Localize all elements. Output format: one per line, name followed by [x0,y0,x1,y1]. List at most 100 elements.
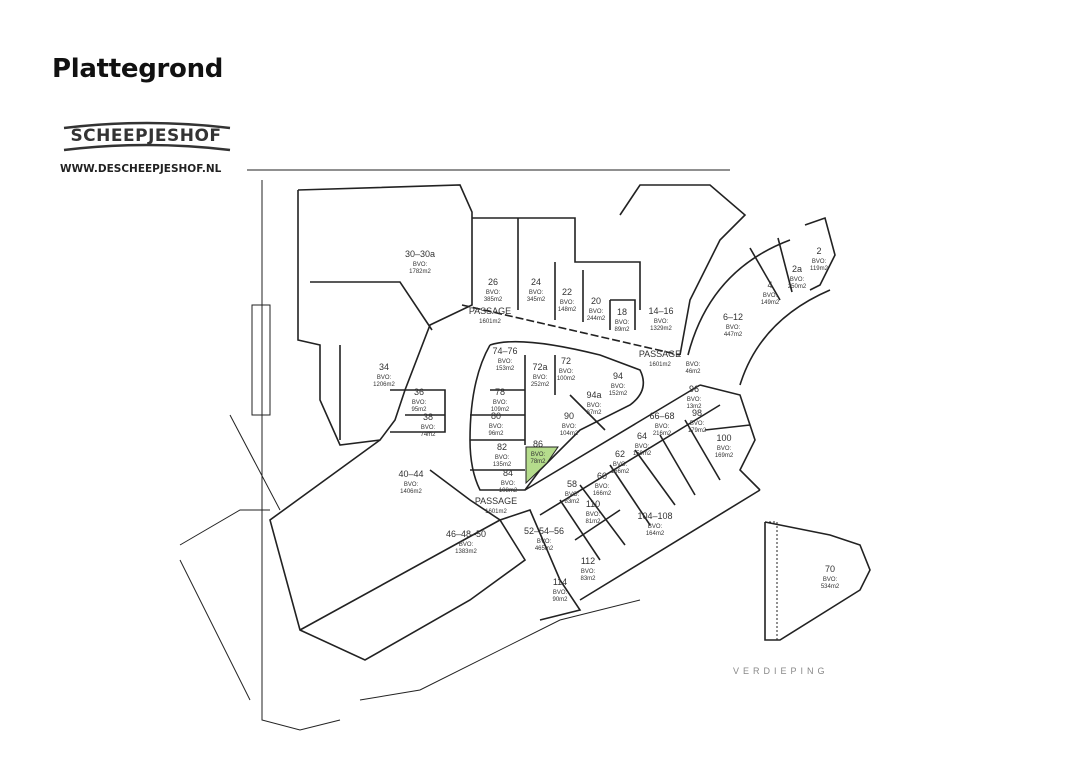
page-title: Plattegrond [52,54,224,84]
highlighted-unit-86[interactable] [525,446,559,485]
bvo-label: BVO: [421,425,436,431]
unit-number: 94 [613,371,623,381]
unit-number: 86 [533,439,543,449]
unit-number: 96 [689,384,699,394]
unit-area: 148m2 [558,307,577,313]
unit-number: 84 [503,468,513,478]
unit-number: 100 [716,433,731,443]
unit-number: 110 [586,499,600,509]
bvo-label: BVO: [501,481,516,487]
bvo-label: BVO: [823,577,838,583]
unit-area: 252m2 [531,382,550,388]
bvo-label: BVO: [690,421,705,427]
unit-area: 164m2 [646,531,665,537]
unit-number: 62 [615,449,625,459]
unit-area: 465m2 [535,546,554,552]
unit-area: 244m2 [587,316,606,322]
unit-area: 159m2 [633,451,652,457]
unit-number: 70 [825,564,835,574]
unit-number: 22 [562,287,572,297]
unit-number: 66–68 [649,411,674,421]
unit-number: 72 [561,356,571,366]
unit-area: 216m2 [653,431,672,437]
floor-label-verdieping: VERDIEPING [733,666,829,676]
unit-area: 1601m2 [649,362,671,368]
unit-number: 52–54–56 [524,526,564,536]
bvo-label: BVO: [531,452,546,458]
unit-number: 78 [495,387,505,397]
unit-number: 20 [591,296,601,306]
unit-area: 46m2 [685,369,701,375]
bvo-label: BVO: [595,484,610,490]
bvo-label: BVO: [413,262,428,268]
unit-area: 78m2 [530,459,546,465]
bvo-label: BVO: [586,512,601,518]
unit-number: 18 [617,307,627,317]
bvo-label: BVO: [790,277,805,283]
unit-area: 250m2 [788,284,807,290]
unit-area: 74m2 [420,432,436,438]
unit-number: 2 [816,246,821,256]
unit-area: 179m2 [688,428,707,434]
bvo-label: BVO: [553,590,568,596]
unit-area: 100m2 [557,376,576,382]
unit-number: 34 [379,362,389,372]
bvo-label: BVO: [559,369,574,375]
bvo-label: BVO: [377,375,392,381]
unit-number: 6–12 [723,312,743,322]
unit-number: PASSAGE [469,306,511,316]
unit-labels: 30–30aBVO:1782m226BVO:385m224BVO:345m222… [373,246,840,603]
bvo-label: BVO: [581,569,596,575]
unit-number: 82 [497,442,507,452]
unit-number: 80 [491,411,501,421]
unit-number: 40–44 [398,469,423,479]
unit-area: 109m2 [491,407,510,413]
unit-area: 1329m2 [650,326,672,332]
unit-number: 90 [564,411,574,421]
bvo-label: BVO: [655,424,670,430]
unit-number: 60 [597,471,607,481]
unit-number: 112 [581,556,595,566]
bvo-label: BVO: [613,462,628,468]
unit-label: BVO:46m2 [685,362,701,375]
unit-area: 534m2 [821,584,840,590]
unit-number: 74–76 [492,346,517,356]
unit-number: 46–48–50 [446,529,486,539]
unit-area: 149m2 [761,300,780,306]
unit-area: 135m2 [493,462,512,468]
bvo-label: BVO: [404,482,419,488]
unit-area: 83m2 [564,499,580,505]
unit-number: 98 [692,408,702,418]
unit-number: 36 [414,387,424,397]
unit-number: 14–16 [648,306,673,316]
bvo-label: BVO: [763,293,778,299]
